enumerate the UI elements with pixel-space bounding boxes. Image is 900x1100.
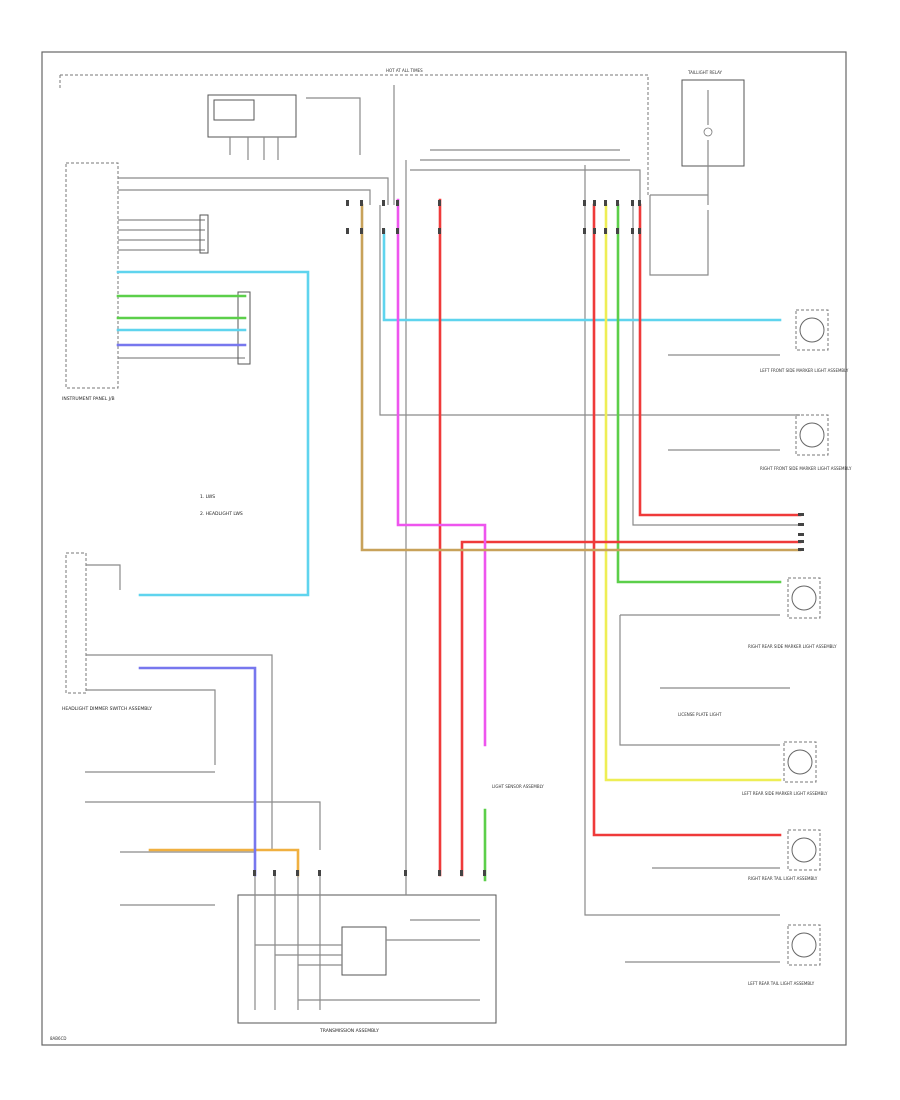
top-right-module-label: TAILLIGHT RELAY bbox=[687, 70, 723, 75]
top-relay-block bbox=[207, 94, 361, 160]
bottom-module-label: TRANSMISSION ASSEMBLY bbox=[319, 1028, 379, 1034]
right-light-right-rear: RIGHT REAR SIDE MARKER LIGHT ASSEMBLY bbox=[620, 577, 837, 649]
right-label-4: LEFT REAR SIDE MARKER LIGHT ASSEMBLY bbox=[742, 791, 828, 796]
right-switch-plate: LICENSE PLATE LIGHT bbox=[660, 687, 790, 717]
right-label-1: LEFT FRONT SIDE MARKER LIGHT ASSEMBLY bbox=[760, 368, 849, 373]
red-wire-horizontal bbox=[460, 540, 802, 877]
mid-connector-label: LIGHT SENSOR ASSEMBLY bbox=[492, 784, 544, 789]
tan-wire bbox=[360, 203, 802, 552]
page-code: 8AB6CD bbox=[50, 1036, 66, 1041]
right-label-2: RIGHT FRONT SIDE MARKER LIGHT ASSEMBLY bbox=[760, 466, 852, 471]
bottom-transmission-module: TRANSMISSION ASSEMBLY bbox=[237, 870, 497, 1034]
top-dashed-enclosure bbox=[60, 74, 649, 195]
cyan-wire-right bbox=[382, 228, 782, 322]
left-module-label: INSTRUMENT PANEL J/B bbox=[62, 396, 115, 402]
red-wire-right bbox=[592, 203, 782, 837]
right-switch-label: LICENSE PLATE LIGHT bbox=[678, 712, 722, 717]
right-gray-vertical-1 bbox=[584, 165, 780, 916]
red-wire-right-2 bbox=[638, 203, 802, 517]
right-light-right-front: RIGHT FRONT SIDE MARKER LIGHT ASSEMBLY bbox=[668, 414, 852, 471]
center-gray-branch bbox=[379, 205, 800, 416]
green-wire-right bbox=[616, 203, 782, 584]
lower-left-wire-2 bbox=[85, 801, 321, 850]
right-light-left-front: LEFT FRONT SIDE MARKER LIGHT ASSEMBLY bbox=[668, 309, 849, 373]
left-junction-block: INSTRUMENT PANEL J/B bbox=[62, 162, 389, 402]
top-fuse-label: HOT AT ALL TIMES bbox=[386, 68, 423, 73]
legend-item-2: 2. HEADLIGHT LWS bbox=[200, 511, 243, 517]
top-right-relay-module: TAILLIGHT RELAY bbox=[649, 70, 745, 276]
right-light-left-rear-tail: LEFT REAR TAIL LIGHT ASSEMBLY bbox=[625, 924, 821, 986]
right-light-right-rear-tail: RIGHT REAR TAIL LIGHT ASSEMBLY bbox=[652, 829, 821, 881]
yellow-wire-right bbox=[604, 203, 782, 782]
right-light-left-rear: LEFT REAR SIDE MARKER LIGHT ASSEMBLY bbox=[742, 741, 828, 796]
headlight-switch-assembly: HEADLIGHT DIMMER SWITCH ASSEMBLY bbox=[62, 552, 273, 850]
blue-wire-lower bbox=[138, 666, 257, 877]
top-right-bus bbox=[410, 149, 641, 205]
orange-wire bbox=[148, 848, 300, 877]
right-gray-vertical-3 bbox=[619, 615, 780, 746]
right-gray-vertical-2 bbox=[632, 205, 800, 526]
switch-assembly-label: HEADLIGHT DIMMER SWITCH ASSEMBLY bbox=[62, 706, 152, 712]
legend-item-1: 1. LWS bbox=[200, 494, 215, 500]
right-label-6: LEFT REAR TAIL LIGHT ASSEMBLY bbox=[748, 981, 815, 986]
cyan-wire-left bbox=[116, 270, 310, 597]
diagram-frame bbox=[41, 51, 847, 1046]
right-label-3: RIGHT REAR SIDE MARKER LIGHT ASSEMBLY bbox=[748, 644, 837, 649]
pink-wire bbox=[396, 198, 487, 747]
right-label-5: RIGHT REAR TAIL LIGHT ASSEMBLY bbox=[748, 876, 818, 881]
connector-terminals bbox=[253, 200, 804, 876]
